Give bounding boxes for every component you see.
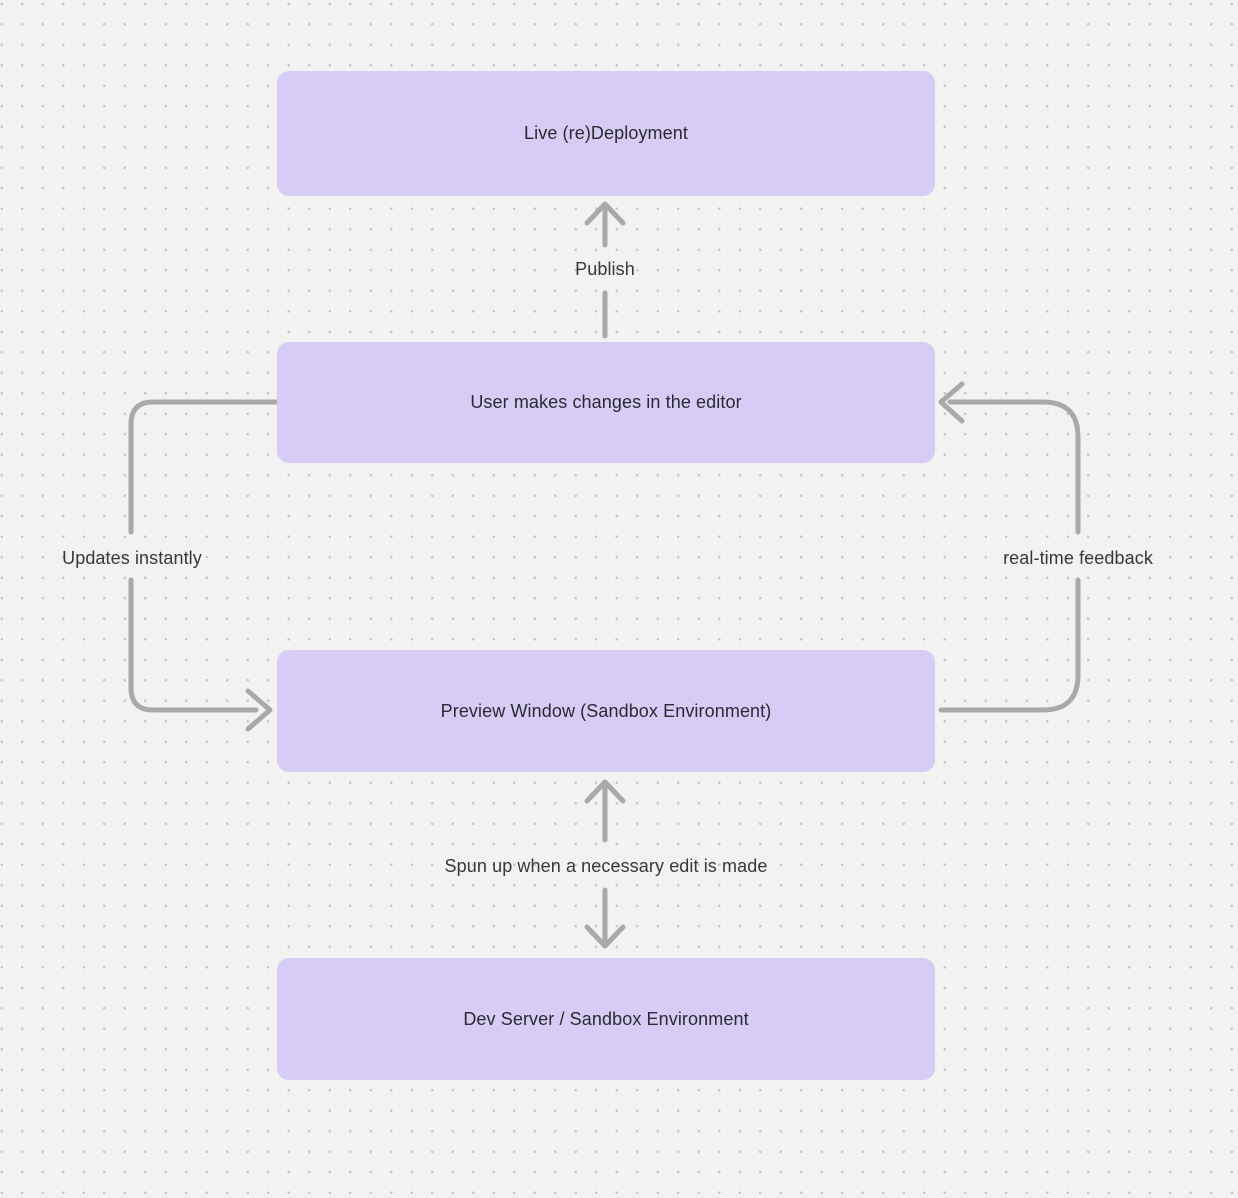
node-dev-server[interactable]: Dev Server / Sandbox Environment: [277, 958, 935, 1080]
node-live-redeployment[interactable]: Live (re)Deployment: [277, 71, 935, 196]
node-preview-window-label: Preview Window (Sandbox Environment): [440, 700, 772, 721]
edge-label-realtime-feedback: real-time feedback: [1003, 548, 1153, 568]
node-user-editor-label: User makes changes in the editor: [470, 392, 742, 412]
node-user-editor[interactable]: User makes changes in the editor: [277, 342, 935, 463]
edge-label-spun-up: Spun up when a necessary edit is made: [444, 856, 768, 876]
edge-label-publish: Publish: [575, 259, 635, 279]
node-preview-window[interactable]: Preview Window (Sandbox Environment): [277, 650, 935, 772]
node-live-redeployment-label: Live (re)Deployment: [524, 123, 688, 143]
node-dev-server-label: Dev Server / Sandbox Environment: [463, 1008, 749, 1029]
edge-label-updates-instantly: Updates instantly: [62, 548, 202, 568]
